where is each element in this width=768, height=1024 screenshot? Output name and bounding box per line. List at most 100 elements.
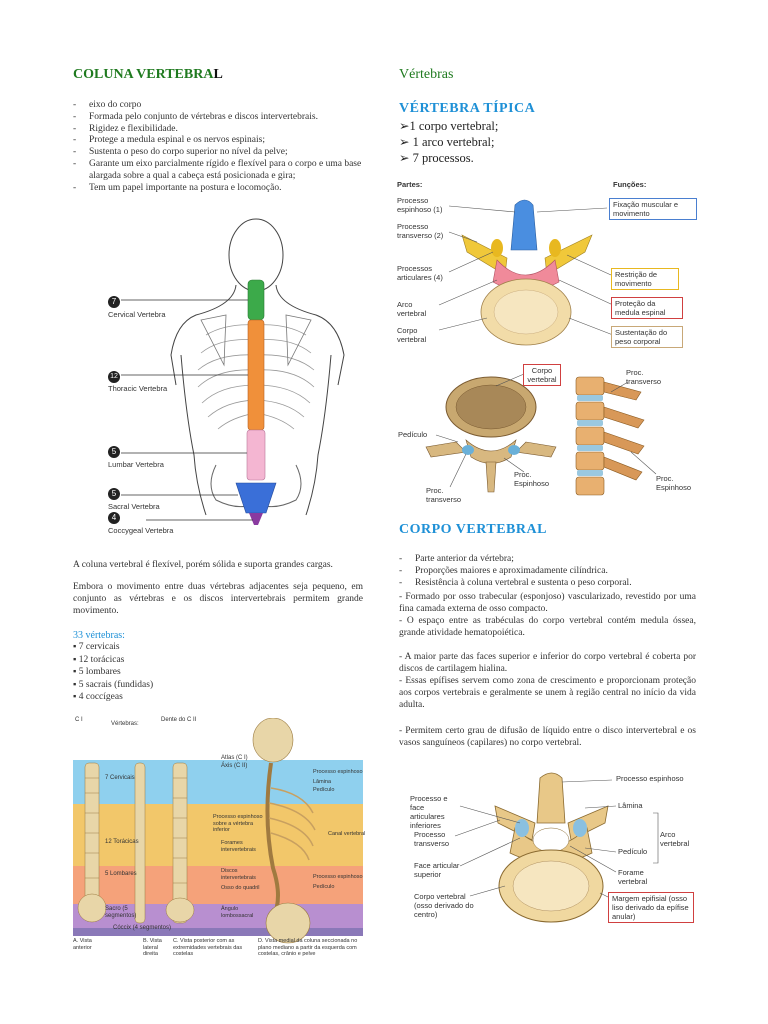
coluna-bullet: eixo do corpo	[73, 100, 363, 112]
count-item: ▪ 5 lombares	[73, 667, 121, 677]
fig3-lamina: Lâmina	[618, 801, 643, 810]
coluna-bullet: Formada pelo conjunto de vértebras e dis…	[73, 112, 363, 124]
vertebra-detail-illustration	[454, 772, 659, 923]
coluna-title: COLUNA VERTEBRAL	[73, 67, 223, 83]
corpo-paragraph-5: - Permitem certo grau de difusão de líqu…	[399, 726, 696, 748]
fig2-proc-transverso: Proc. transverso	[426, 486, 462, 504]
fig3-processo-articular-inferior: Processo e face articulares inferiores	[410, 794, 448, 830]
coluna-bullet: Tem um papel importante na postura e loc…	[73, 183, 363, 195]
fig3-pediculo: Pedículo	[618, 847, 648, 856]
mid-label: Processo espinhoso sobre a vértebra infe…	[213, 814, 263, 833]
fig2-corpo-vertebral: Corpo vertebral	[523, 364, 561, 386]
caption-d: D. Vista medial da coluna seccionada no …	[258, 938, 358, 957]
part-label: Processos articulares (4)	[397, 264, 443, 282]
sacral-label: Sacral Vertebra	[108, 502, 160, 511]
count-item: ▪ 12 torácicas	[73, 654, 125, 665]
coluna-paragraph-2: Embora o movimento entre duas vértebras …	[73, 582, 363, 616]
function-box-protection: Proteção da medula espinal	[611, 297, 683, 319]
tipica-item: ➢1 corpo vertebral;	[399, 119, 499, 133]
spine-back-figure: 7 Cervical Vertebra 12 Thoracic Vertebra…	[76, 215, 368, 535]
count-item: ▪ 4 coccígeas	[73, 692, 123, 702]
vertebra-count-block: 33 vértebras: ▪ 7 cervicais ▪ 12 torácic…	[73, 630, 153, 704]
mid-label: Ângulo lombossacral	[221, 906, 254, 919]
caption-b: B. Vista lateral direita	[143, 938, 162, 957]
vertebra-tipica-list: ➢1 corpo vertebral; ➢ 1 arco vertebral; …	[399, 118, 498, 166]
region-coccix: Cóccix (4 segmentos)	[113, 925, 172, 931]
tipica-item: ➢ 7 processos.	[399, 151, 474, 165]
region-lombares: 5 Lombares	[105, 871, 137, 877]
corpo-paragraph-1: - Formado por osso trabecular (esponjoso…	[399, 592, 696, 614]
coluna-bullet: Protege a medula espinal e os nervos esp…	[73, 135, 363, 147]
vertebra-count-title: 33 vértebras:	[73, 630, 125, 641]
vertebras-section-title: Vértebras	[399, 67, 454, 82]
dente-label: Dente do C II	[161, 717, 197, 723]
axis-label: Áxis (C II)	[221, 763, 248, 769]
part-label: Processo transverso (2)	[397, 222, 444, 240]
coccygeal-badge: 4 Coccygeal Vertebra	[108, 507, 173, 535]
fig3-corpo-vertebral: Corpo vertebral (osso derivado do centro…	[414, 892, 474, 919]
right-label: Processo espinhoso	[313, 769, 363, 775]
coluna-bullet: Sustenta o peso do corpo superior no nív…	[73, 147, 363, 159]
part-label: Processo espinhoso (1)	[397, 196, 443, 214]
right-label: Processo espinhoso	[313, 874, 363, 880]
vertebra-views-illustration	[425, 373, 657, 496]
caption-c: C. Vista posterior com as extremidades v…	[173, 938, 243, 957]
vertebral-column-illustration	[73, 717, 363, 944]
fig2-proc-transverso-lateral: Proc. transverso	[626, 368, 662, 386]
coccygeal-label: Coccygeal Vertebra	[108, 526, 174, 535]
sacral-count: 5	[108, 488, 120, 500]
right-label: Canal vertebral	[328, 831, 366, 837]
atlas-label: Atlas (C I)	[221, 755, 248, 761]
cervical-label: Cervical Vertebra	[108, 310, 166, 319]
corpo-paragraph-4: - Essas epífises servem como zona de cre…	[399, 676, 696, 710]
coluna-bullet: Garante um eixo parcialmente rígido e fl…	[73, 159, 363, 183]
coluna-title-main: COLUNA VERTEBRA	[73, 67, 214, 82]
part-label: Corpo vertebral	[397, 326, 427, 344]
spine-back-illustration	[121, 218, 345, 525]
coluna-title-last: L	[213, 67, 223, 82]
corpo-bullet-list: Parte anterior da vértebra; Proporções m…	[399, 554, 696, 589]
corpo-paragraph-2: - O espaço entre as trabéculas do corpo …	[399, 616, 696, 638]
fig3-margem-epifisial-box: Margem epifisial (osso liso derivado da …	[608, 892, 694, 923]
corpo-bullet: Resistência à coluna vertebral e sustent…	[399, 578, 696, 590]
functions-header: Funções:	[613, 180, 647, 189]
count-item: ▪ 5 sacrais (fundidas)	[73, 679, 154, 690]
mid-label: Discos intervertebrais	[221, 868, 256, 881]
right-label: Pedículo	[313, 787, 335, 793]
fig2-pediculo: Pedículo	[398, 430, 428, 439]
right-label: Pedículo	[313, 884, 335, 890]
vertebra-detail-figure: Processo e face articulares inferiores P…	[410, 768, 700, 938]
fig3-forame-vertebral: Forame vertebral	[618, 868, 648, 886]
vertebras-label: Vértebras:	[111, 721, 139, 727]
vertebra-parts-figure: Partes: Funções: Processo espinhoso (1) …	[397, 180, 697, 358]
region-cervicais: 7 Cervicais	[105, 775, 135, 781]
lumbar-badge: 5 Lumbar Vertebra	[108, 441, 164, 469]
vertebral-column-figure: C I Vértebras: Dente do C II Atlas (C I)…	[73, 717, 368, 963]
corpo-bullet: Proporções maiores e aproximadamente cil…	[399, 566, 696, 578]
coluna-paragraph-1: A coluna vertebral é flexível, porém sól…	[73, 560, 333, 570]
fig3-face-articular-superior: Face articular superior	[414, 861, 460, 879]
corpo-vertebral-title: CORPO VERTEBRAL	[399, 522, 547, 537]
fig3-processo-espinhoso: Processo espinhoso	[616, 774, 684, 783]
thoracic-badge: 12 Thoracic Vertebra	[108, 365, 167, 393]
parts-header: Partes:	[397, 180, 423, 189]
vertebra-parts-illustration	[438, 199, 614, 346]
corpo-paragraph-3: - A maior parte das faces superior e inf…	[399, 652, 696, 674]
thoracic-count: 12	[108, 371, 120, 383]
vertebra-views-figure: Corpo vertebral Proc. transverso Pedícul…	[396, 362, 696, 510]
count-item: ▪ 7 cervicais	[73, 642, 120, 652]
function-box-support: Sustentação do peso corporal	[611, 326, 683, 348]
coccygeal-count: 4	[108, 512, 120, 524]
cervical-badge: 7 Cervical Vertebra	[108, 291, 166, 319]
region-toracicas: 12 Torácicas	[105, 839, 139, 845]
ci-label: C I	[75, 717, 83, 723]
coluna-bullet: Rigidez e flexibilidade.	[73, 124, 363, 136]
caption-a: A. Vista anterior	[73, 938, 92, 951]
lumbar-count: 5	[108, 446, 120, 458]
right-label: Lâmina	[313, 779, 332, 785]
fig3-arco-vertebral: Arco vertebral	[660, 830, 690, 848]
vertebra-tipica-title: VÉRTEBRA TÍPICA	[399, 101, 536, 116]
mid-label: Forames intervertebrais	[221, 840, 256, 853]
fig2-proc-espinhoso: Proc. Espinhoso	[514, 470, 550, 488]
lumbar-label: Lumbar Vertebra	[108, 460, 164, 469]
